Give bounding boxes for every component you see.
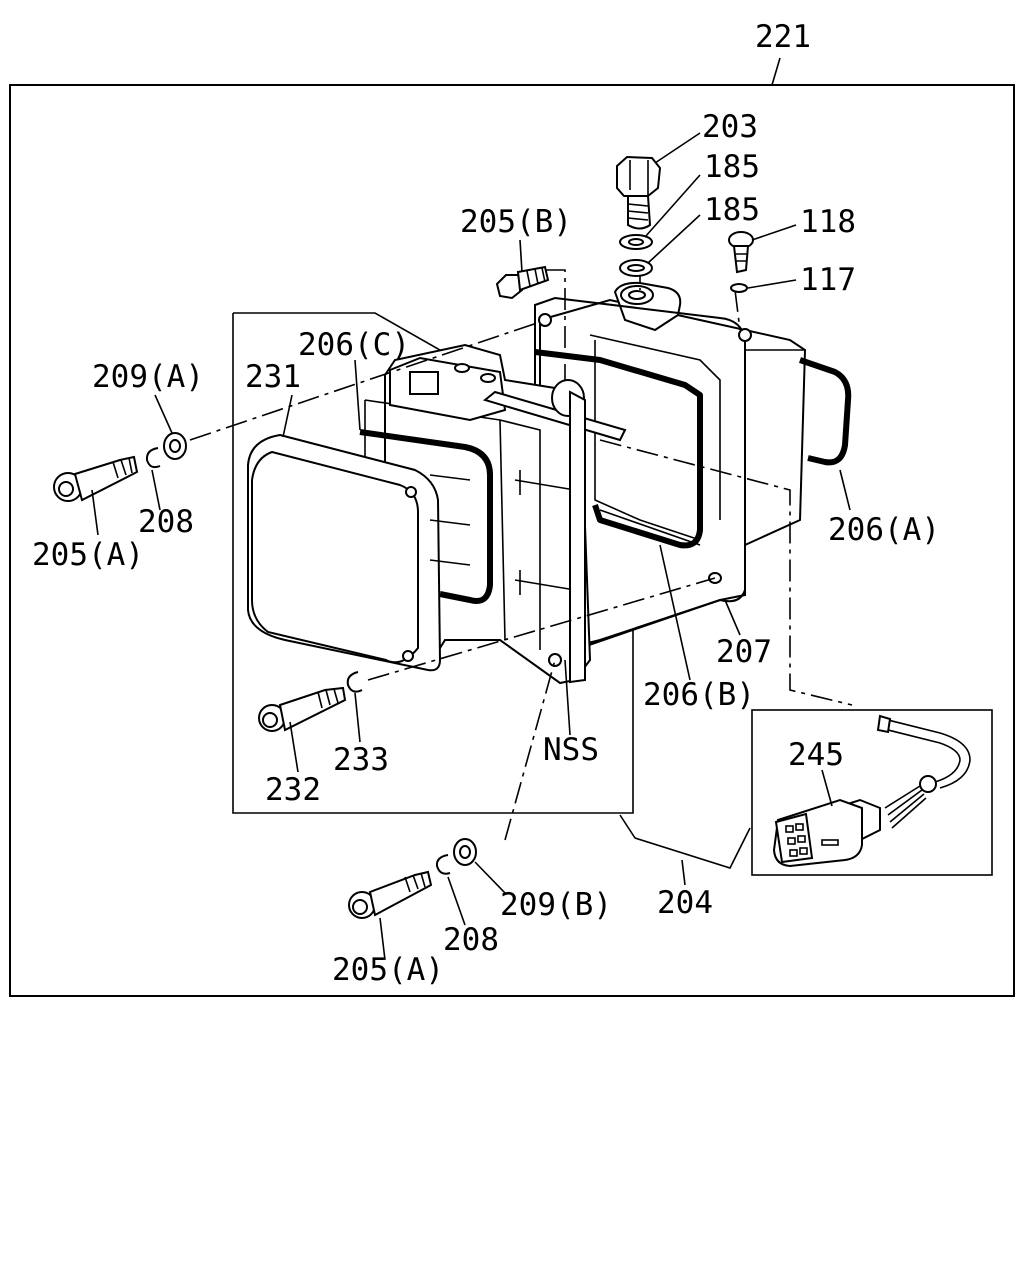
label-204: 204 <box>657 885 713 921</box>
washer-185-upper <box>619 234 653 250</box>
diagram-frame <box>9 84 1015 997</box>
subassembly-frame <box>232 312 634 814</box>
label-205a-left: 205(A) <box>32 537 144 573</box>
connector-inset-frame <box>751 709 993 876</box>
label-205a-bottom: 205(A) <box>332 952 444 988</box>
label-206a: 206(A) <box>828 512 940 548</box>
label-208-left: 208 <box>138 504 194 540</box>
spring-washer-208-left <box>145 447 161 469</box>
label-208-bottom: 208 <box>443 922 499 958</box>
cover-231 <box>247 433 471 672</box>
label-203: 203 <box>702 109 758 145</box>
washer-209b <box>453 838 477 866</box>
mounting-plate-207 <box>534 296 752 662</box>
screw-118 <box>728 231 754 274</box>
connector-245 <box>772 714 971 868</box>
label-185-lower: 185 <box>704 192 760 228</box>
label-nss: NSS <box>543 732 599 768</box>
label-206c: 206(C) <box>298 327 410 363</box>
washer-117 <box>730 283 748 293</box>
label-232: 232 <box>265 772 321 808</box>
leader-221 <box>771 57 781 86</box>
screw-232 <box>258 686 347 732</box>
label-233: 233 <box>333 742 389 778</box>
label-209b: 209(B) <box>500 887 612 923</box>
label-185-upper: 185 <box>704 149 760 185</box>
bolt-205b <box>495 265 550 300</box>
label-117: 117 <box>800 262 856 298</box>
label-231: 231 <box>245 359 301 395</box>
bolt-205a-left <box>53 455 139 502</box>
washer-209a <box>163 432 187 460</box>
gasket-206c <box>359 429 493 604</box>
label-209a: 209(A) <box>92 359 204 395</box>
bolt-203 <box>616 155 662 230</box>
label-245: 245 <box>788 737 844 773</box>
label-118: 118 <box>800 204 856 240</box>
label-205b: 205(B) <box>460 204 572 240</box>
leader-lines <box>91 132 851 961</box>
washer-233 <box>346 671 363 693</box>
abs-modulator-housing <box>534 281 852 657</box>
spring-washer-208-bottom <box>435 854 451 875</box>
label-221: 221 <box>755 19 811 55</box>
washer-185-lower <box>619 259 653 277</box>
callout-labels: 221 203 185 185 118 117 205(B) 209(A) 23… <box>32 19 940 988</box>
label-207: 207 <box>716 634 772 670</box>
bolt-205a-bottom <box>348 870 433 919</box>
leader-204 <box>619 814 751 869</box>
label-206b: 206(B) <box>643 677 755 713</box>
